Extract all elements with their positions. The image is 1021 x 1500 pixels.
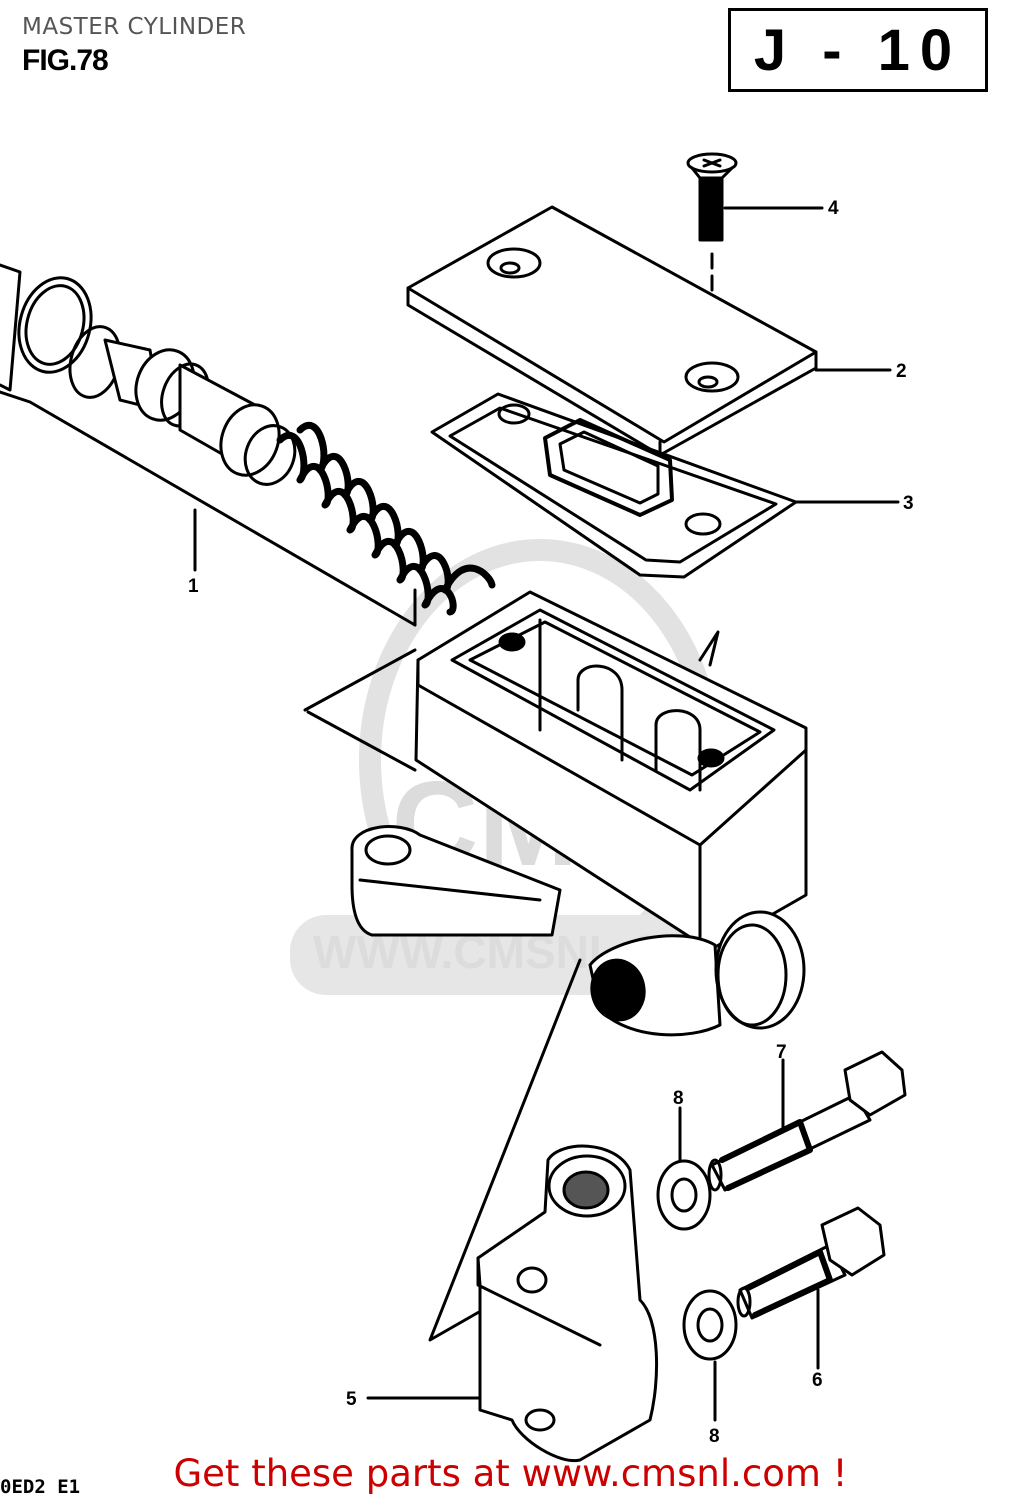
piston-assembly-part-1 [0,263,496,627]
footer-link[interactable]: Get these parts at www.cmsnl.com ! [173,1452,848,1495]
callout-3: 3 [903,493,914,514]
callout-5: 5 [346,1389,357,1410]
callout-2: 2 [896,361,907,382]
leader-clamp [428,958,582,1342]
section-badge: J - 10 [728,8,988,92]
bolt-part-7 [707,1050,907,1192]
screw-part-4 [686,152,738,382]
section-code: J - 10 [753,18,963,83]
clamp-part-5 [366,1144,659,1463]
diaphragm-part-3 [430,392,798,579]
callout-4: 4 [828,198,839,219]
washer-part-8-upper [656,1106,712,1231]
diagram-code: 0ED2 E1 [0,1476,81,1498]
callout-6: 6 [812,1370,823,1391]
callout-7: 7 [776,1042,787,1063]
washer-part-8-lower [682,1289,738,1422]
master-cylinder-body [350,590,808,1037]
leader-body [303,648,417,772]
reservoir-cap-part-2 [406,205,818,457]
callout-1: 1 [188,576,199,597]
callout-8-upper: 8 [673,1088,684,1109]
callout-8-lower: 8 [709,1426,720,1447]
figure-number: FIG.78 [22,44,109,77]
bolt-part-6 [736,1206,886,1370]
diagram-title: MASTER CYLINDER [22,14,247,40]
